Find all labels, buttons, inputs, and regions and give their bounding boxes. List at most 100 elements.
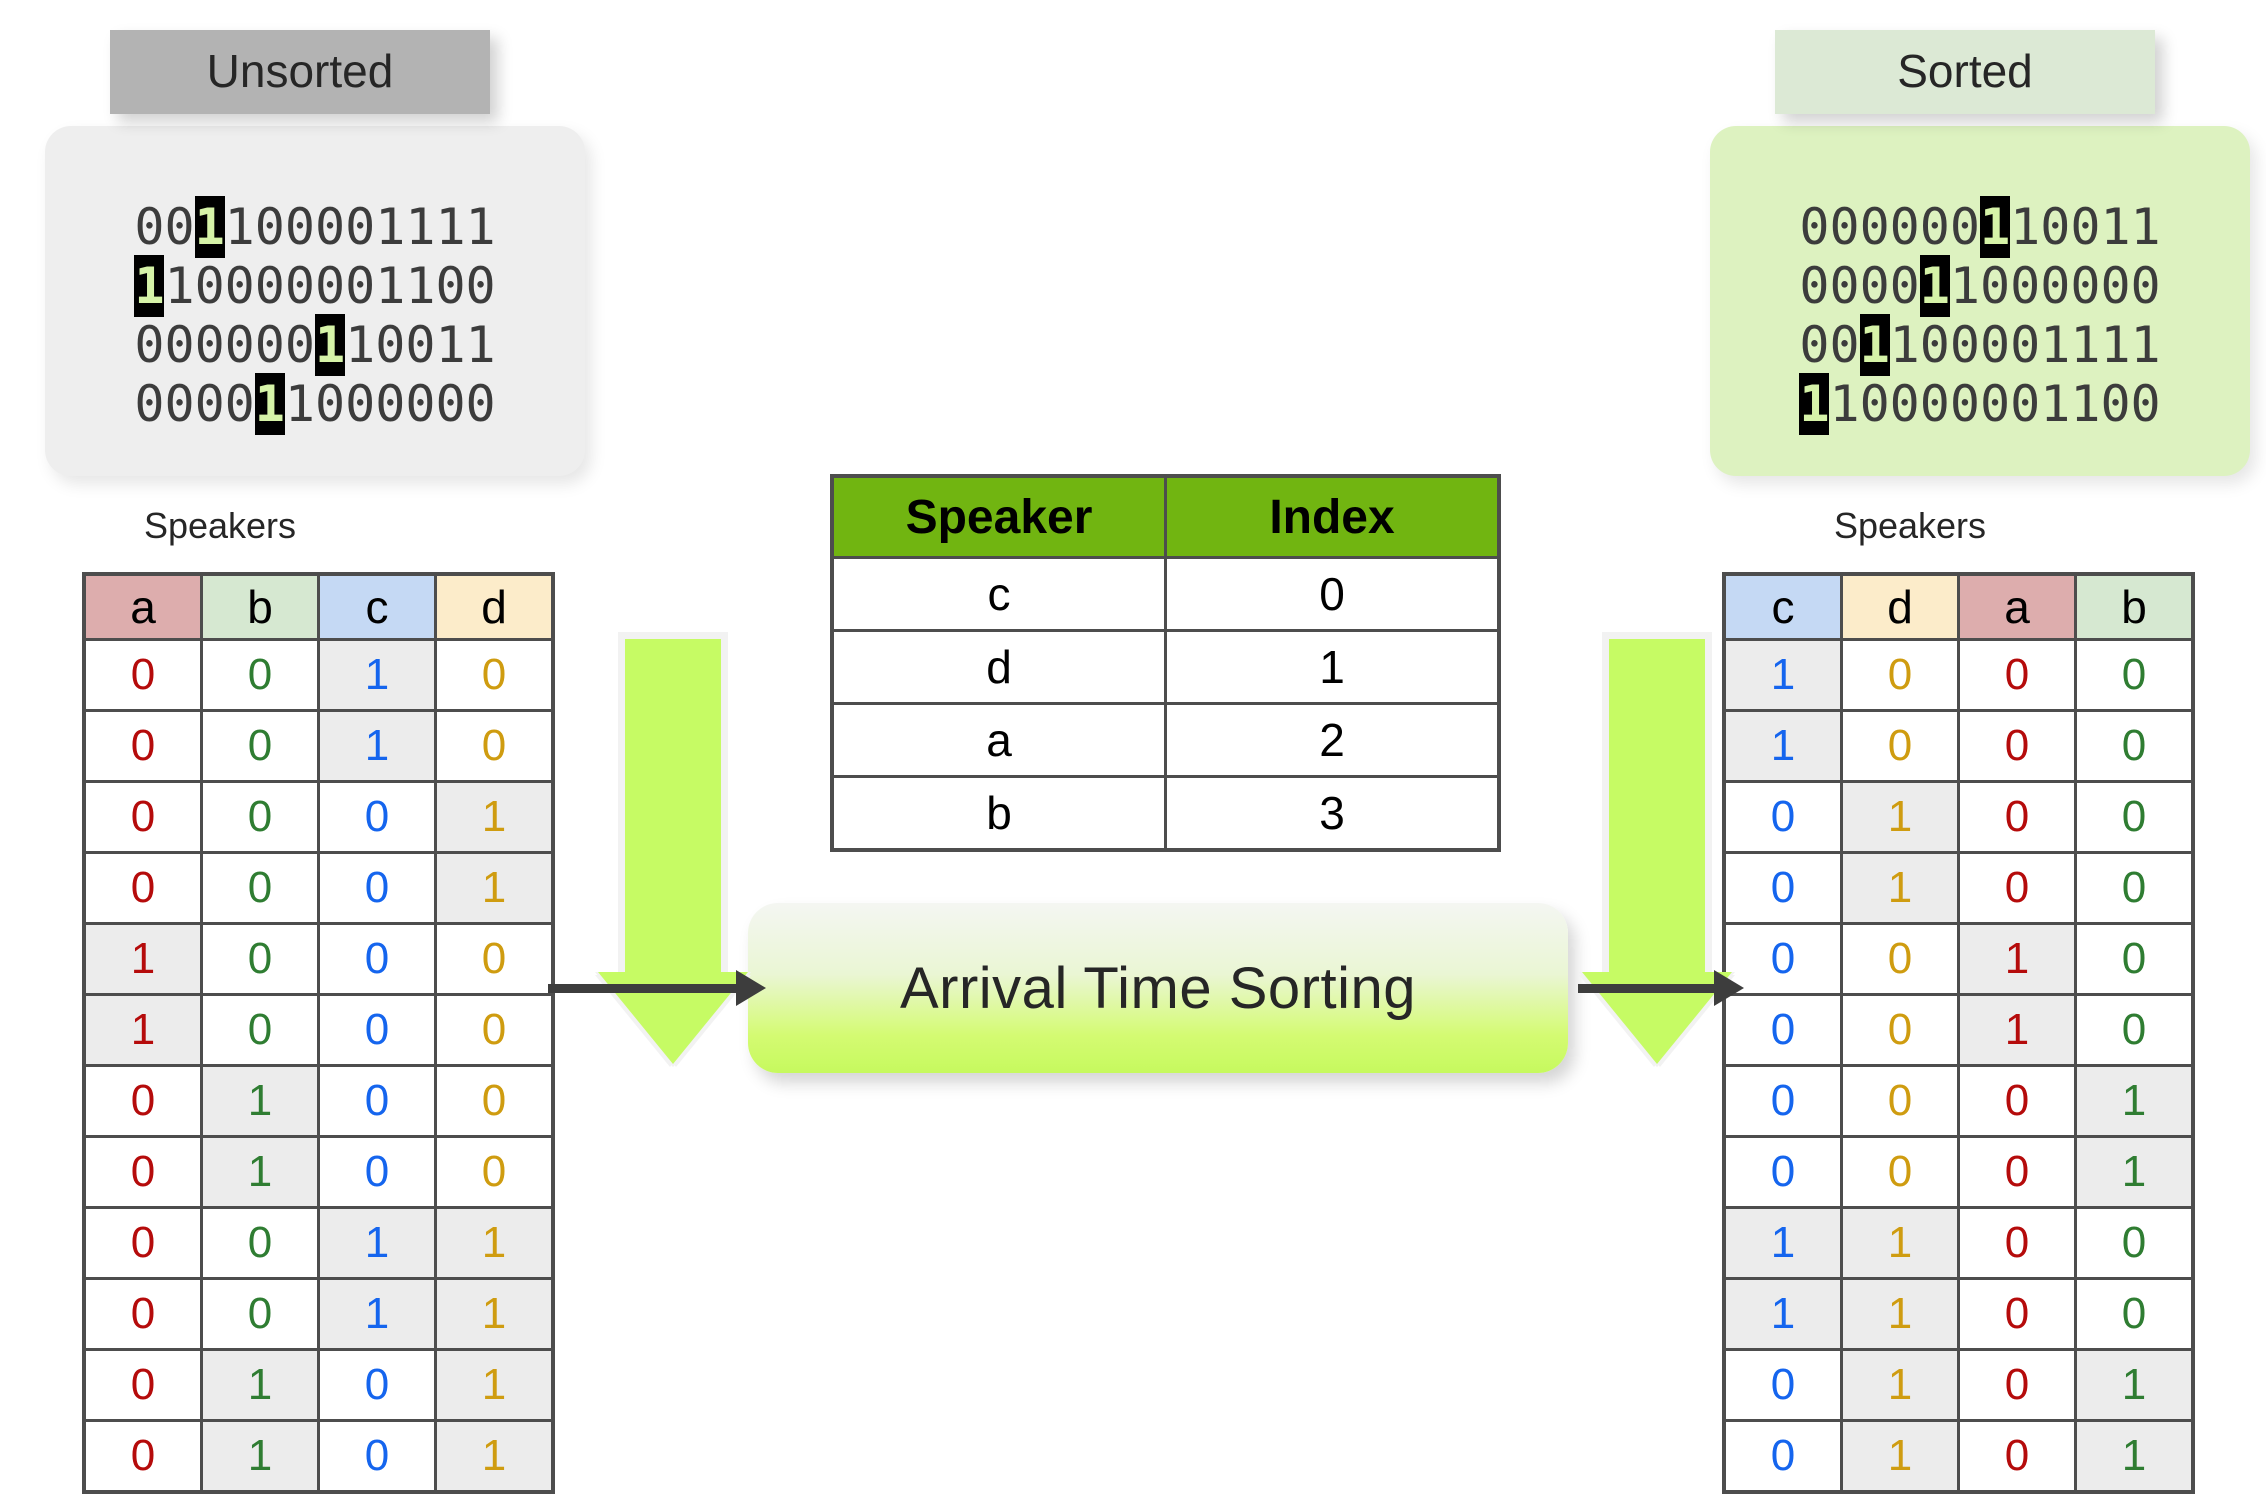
cell-b: 0 [2074,1206,2195,1280]
cell-c: 0 [1722,1064,1843,1138]
bit: 0 [315,198,346,256]
cell-d: 1 [1840,1419,1960,1494]
bit: 0 [2100,257,2131,315]
speaker-cell: b [830,775,1167,852]
bit: 0 [194,375,225,433]
cell-d: 0 [1840,1064,1960,1138]
bit: 0 [224,257,255,315]
cell-b: 0 [2074,993,2195,1067]
connector-arrow-tip [1714,970,1744,1006]
cell-d: 1 [434,780,555,854]
bit: 0 [134,375,165,433]
bit: 0 [315,375,346,433]
bit: 0 [345,375,376,433]
bit: 1 [1889,316,1920,374]
cell-a: 0 [1957,1277,2077,1351]
cell-c: 0 [317,922,437,996]
cell-a: 0 [82,1135,203,1209]
bit: 1 [2040,375,2071,433]
bit: 0 [1859,257,1890,315]
bit: 0 [254,257,285,315]
cell-c: 0 [317,851,437,925]
cell-b: 1 [200,1348,320,1422]
bit: 0 [284,316,315,374]
bit-row: 001100001111 [1736,314,2224,376]
cell-d: 1 [434,851,555,925]
bit: 0 [284,198,315,256]
arrival-time-sorting-box[interactable]: Arrival Time Sorting [748,903,1568,1073]
bit: 0 [1829,257,1860,315]
bit: 1 [2040,316,2071,374]
cell-d: 0 [434,993,555,1067]
cell-b: 1 [2074,1064,2195,1138]
cell-a: 0 [1957,1206,2077,1280]
cell-a: 0 [1957,1348,2077,1422]
cell-c: 1 [1722,638,1843,712]
speaker-cell: a [830,702,1167,778]
cell-a: 0 [82,1277,203,1351]
highlighted-bit: 1 [254,373,285,435]
bit: 0 [1919,198,1950,256]
cell-d: 0 [434,709,555,783]
column-header-d: d [434,572,555,641]
index-cell: 1 [1164,629,1501,705]
connector-arrow-tip [736,970,766,1006]
cell-c: 1 [317,638,437,712]
cell-b: 1 [2074,1419,2195,1494]
cell-a: 0 [1957,638,2077,712]
cell-a: 0 [82,1206,203,1280]
cell-d: 1 [1840,851,1960,925]
bit: 0 [194,257,225,315]
cell-b: 0 [2074,922,2195,996]
bit: 0 [254,316,285,374]
cell-b: 0 [200,780,320,854]
bit: 0 [435,257,466,315]
bit: 0 [1889,257,1920,315]
column-header-c: c [1722,572,1843,641]
bit: 1 [2100,316,2131,374]
bit: 0 [1980,375,2011,433]
cell-a: 0 [1957,1419,2077,1494]
cell-a: 1 [82,993,203,1067]
cell-d: 0 [434,638,555,712]
bit: 0 [164,316,195,374]
down-arrow-icon-right [1582,632,1732,1064]
cell-a: 0 [1957,1064,2077,1138]
bit-row: 110000001100 [71,255,559,317]
cell-b: 0 [200,922,320,996]
bit: 1 [164,257,195,315]
cell-d: 1 [434,1206,555,1280]
bit-row: 000000110011 [71,314,559,376]
cell-d: 0 [434,922,555,996]
bit-row: 000011000000 [1736,255,2224,317]
bit: 0 [164,375,195,433]
bit: 1 [224,198,255,256]
column-header-a: a [82,572,203,641]
bit: 1 [345,316,376,374]
cell-a: 0 [82,1064,203,1138]
bit: 0 [345,198,376,256]
cell-d: 0 [1840,1135,1960,1209]
bit: 0 [1889,198,1920,256]
bit: 0 [284,257,315,315]
cell-a: 1 [1957,993,2077,1067]
bit: 0 [1859,375,1890,433]
cell-d: 1 [434,1277,555,1351]
bit: 0 [375,375,406,433]
bit: 0 [134,316,165,374]
cell-c: 0 [317,1135,437,1209]
cell-b: 0 [2074,851,2195,925]
bit: 0 [2010,375,2041,433]
